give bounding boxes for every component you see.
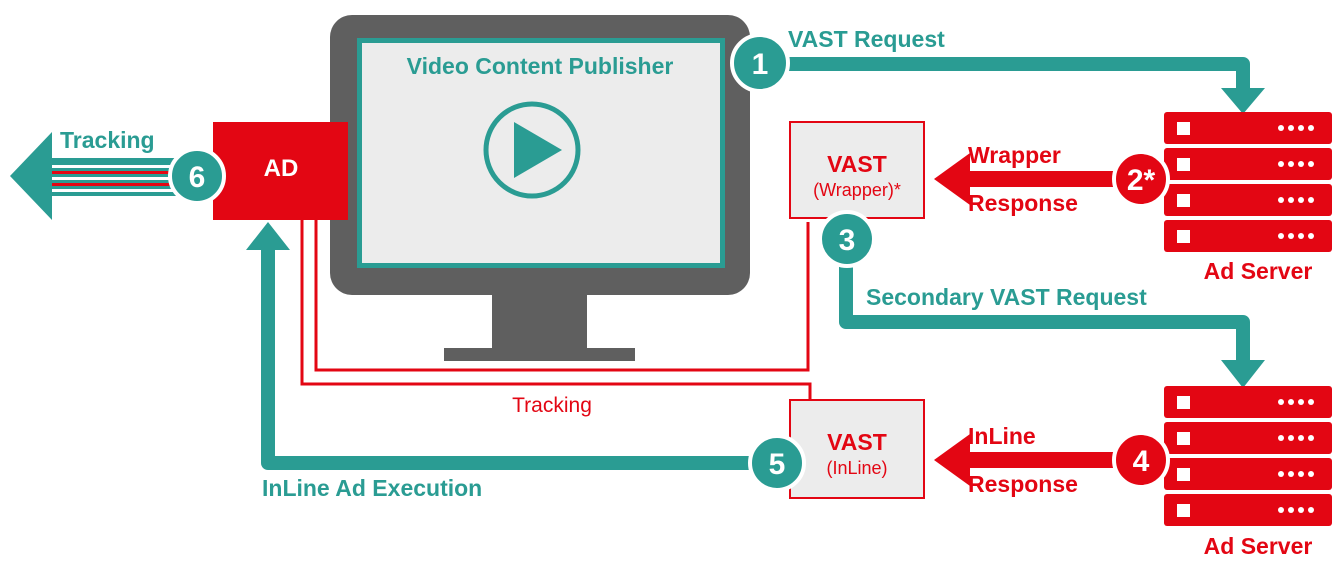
vast-request-label: VAST Request	[788, 26, 945, 52]
vast-wrapper-subtitle: (Wrapper)*	[813, 180, 901, 200]
ad-server-1-icon	[1164, 112, 1332, 252]
ad-server-2-label: Ad Server	[1204, 533, 1313, 559]
ad-server-1-label: Ad Server	[1204, 258, 1313, 284]
inline-execution-arrow	[246, 222, 780, 470]
inline-response-label: Response	[968, 471, 1078, 497]
secondary-request-label: Secondary VAST Request	[866, 284, 1147, 310]
step-6-number: 6	[189, 161, 206, 194]
step-2-badge: 2*	[1112, 150, 1170, 208]
step-1-badge: 1	[730, 33, 790, 93]
vast-request-arrow	[785, 57, 1265, 114]
vast-wrapper-title: VAST	[827, 151, 887, 177]
vast-inline-subtitle: (InLine)	[826, 458, 887, 478]
secondary-request-arrow	[839, 250, 1265, 388]
wrapper-response-label: Response	[968, 190, 1078, 216]
ad-box	[213, 122, 348, 220]
step-1-number: 1	[752, 48, 769, 81]
step-4-number: 4	[1133, 445, 1150, 478]
step-5-badge: 5	[748, 434, 806, 492]
step-3-badge: 3	[818, 210, 876, 268]
tracking-mid-label: Tracking	[512, 394, 592, 417]
step-4-badge: 4	[1112, 431, 1170, 489]
vast-wrapper-box	[789, 121, 925, 219]
wrapper-label: Wrapper	[968, 142, 1061, 168]
tracking-out-arrow	[10, 132, 188, 220]
step-2-number: 2*	[1127, 164, 1156, 197]
inline-response-arrow	[934, 434, 1128, 486]
step-6-badge: 6	[168, 147, 226, 205]
play-icon[interactable]	[483, 101, 581, 199]
publisher-title: Video Content Publisher	[407, 53, 674, 79]
tracking-connectors	[300, 220, 812, 400]
wrapper-response-arrow	[934, 153, 1128, 205]
step-3-number: 3	[839, 224, 856, 257]
inline-execution-label: InLine Ad Execution	[262, 475, 482, 501]
ad-label: AD	[264, 155, 299, 182]
inline-label: InLine	[968, 423, 1036, 449]
tracking-left-label: Tracking	[60, 127, 155, 153]
step-5-number: 5	[769, 448, 786, 481]
vast-inline-title: VAST	[827, 429, 887, 455]
ad-server-2-icon	[1164, 386, 1332, 526]
